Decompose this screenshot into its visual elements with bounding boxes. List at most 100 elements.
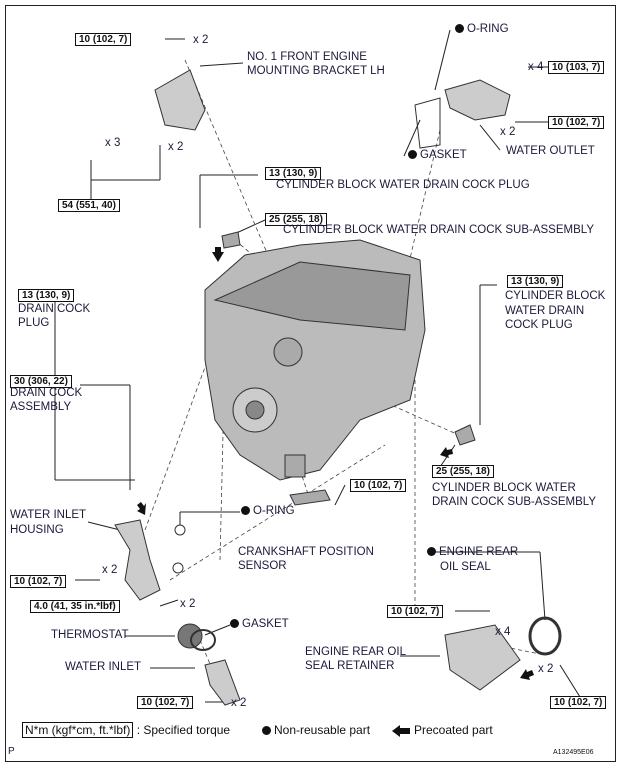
non-reusable-icon — [230, 619, 239, 628]
label-drain-cock-assembly-1: DRAIN COCK — [10, 387, 83, 399]
torque-spec: 10 (102, 7) — [550, 696, 607, 709]
assembly-line — [169, 444, 386, 581]
drain-cock-top — [221, 231, 241, 249]
label-cyl-sub-right-1: CYLINDER BLOCK WATER — [432, 482, 576, 494]
thermostat — [177, 623, 203, 649]
leader-line — [559, 664, 581, 698]
label-rear-oil-seal-2: OIL SEAL — [440, 561, 491, 573]
torque-spec: 25 (255, 18) — [432, 465, 494, 478]
label-o-ring-mid: O-RING — [241, 504, 295, 518]
label-water-inlet-housing-1: WATER INLET — [10, 509, 87, 521]
precoated-arrow-icon — [212, 247, 224, 262]
leader-line — [87, 521, 121, 531]
label-cyl-plug-right-3: COCK PLUG — [505, 319, 573, 331]
quantity: x 2 — [102, 564, 118, 576]
precoated-arrow-icon — [137, 502, 146, 515]
quantity: x 4 — [495, 626, 511, 638]
torque-spec: 13 (130, 9) — [265, 167, 322, 180]
leader-line — [334, 484, 346, 506]
torque-spec: 10 (102, 7) — [137, 696, 194, 709]
leader-line — [199, 62, 244, 67]
legend-torque-desc: : Specified torque — [136, 723, 231, 737]
crankshaft-sensor — [289, 489, 331, 506]
assembly-line — [144, 339, 216, 531]
label-water-outlet: WATER OUTLET — [506, 145, 595, 157]
drain-cock-right — [454, 424, 476, 446]
engine-rear-oil-seal — [528, 616, 562, 656]
torque-spec: 25 (255, 18) — [265, 213, 327, 226]
torque-spec: 13 (130, 9) — [18, 289, 75, 302]
torque-spec: 13 (130, 9) — [507, 275, 564, 288]
figure-id: A132495E06 — [553, 749, 594, 756]
label-drain-cock-plug-2: PLUG — [18, 317, 50, 329]
torque-spec: 10 (103, 7) — [548, 61, 605, 74]
torque-spec: 10 (102, 7) — [350, 479, 407, 492]
torque-spec: 10 (102, 7) — [75, 33, 132, 46]
torque-spec: 30 (306, 22) — [10, 375, 72, 388]
o-ring-left-2 — [172, 562, 184, 574]
label-retainer-2: SEAL RETAINER — [305, 660, 395, 672]
torque-spec: 10 (102, 7) — [548, 116, 605, 129]
non-reusable-icon — [427, 547, 436, 556]
label-bracket-1: NO. 1 FRONT ENGINE — [247, 51, 367, 63]
assembly-line — [299, 469, 311, 501]
label-cyl-plug-right-1: CYLINDER BLOCK — [505, 290, 606, 302]
label-rear-oil-seal-1: ENGINE REAR — [427, 545, 518, 559]
quantity: x 2 — [231, 697, 247, 709]
legend-precoated: Precoated part — [414, 723, 493, 737]
leader-line — [539, 551, 546, 621]
label-o-ring-top: O-RING — [455, 22, 509, 36]
legend-arrow-icon — [392, 725, 410, 737]
leader-line — [434, 29, 451, 91]
quantity: x 2 — [538, 663, 554, 675]
quantity: x 2 — [193, 34, 209, 46]
quantity: x 4 — [528, 61, 544, 73]
label-cyl-sub-right-2: DRAIN COCK SUB-ASSEMBLY — [432, 496, 597, 508]
gasket-top — [414, 97, 441, 149]
non-reusable-icon — [408, 150, 417, 159]
mounting-bracket — [154, 69, 206, 131]
legend: N*m (kgf*cm, ft.*lbf) : Specified torque — [22, 722, 230, 738]
precoated-arrow-icon — [520, 669, 534, 680]
water-outlet — [444, 79, 511, 121]
legend-non-reusable: Non-reusable part — [262, 722, 370, 738]
non-reusable-icon — [455, 24, 464, 33]
non-reusable-icon — [262, 726, 271, 735]
label-crankshaft-sensor-2: SENSOR — [238, 560, 287, 572]
assembly-line — [379, 399, 471, 441]
diagram-frame — [5, 5, 616, 762]
legend-torque-unit: N*m (kgf*cm, ft.*lbf) — [22, 722, 134, 738]
torque-spec: 4.0 (41, 35 in.*lbf) — [30, 600, 120, 613]
torque-spec: 10 (102, 7) — [10, 575, 67, 588]
label-retainer-1: ENGINE REAR OIL — [305, 646, 406, 658]
quantity: x 2 — [180, 598, 196, 610]
quantity: x 2 — [168, 141, 184, 153]
assembly-line — [404, 129, 441, 281]
precoated-arrow-icon — [440, 447, 453, 458]
oil-seal-retainer — [444, 624, 521, 691]
label-crankshaft-sensor-1: CRANKSHAFT POSITION — [238, 546, 374, 558]
label-cyl-plug-top: CYLINDER BLOCK WATER DRAIN COCK PLUG — [276, 179, 530, 191]
engine-block — [204, 239, 426, 481]
label-gasket-top: GASKET — [408, 148, 467, 162]
label-cyl-plug-right-2: WATER DRAIN — [505, 305, 585, 317]
leader-line — [159, 599, 179, 607]
label-drain-cock-assembly-2: ASSEMBLY — [10, 401, 72, 413]
label-gasket-mid: GASKET — [230, 617, 289, 631]
torque-spec: 54 (551, 40) — [58, 199, 120, 212]
label-bracket-2: MOUNTING BRACKET LH — [247, 65, 385, 77]
label-water-inlet-housing-2: HOUSING — [10, 524, 64, 536]
page-mark: P — [8, 746, 15, 757]
quantity: x 2 — [500, 126, 516, 138]
label-water-inlet: WATER INLET — [65, 661, 142, 673]
water-inlet — [204, 659, 241, 706]
o-ring-left — [174, 524, 186, 536]
water-inlet-housing — [114, 519, 161, 601]
quantity: x 3 — [105, 137, 121, 149]
precoated-arrow-marks — [137, 247, 534, 680]
label-drain-cock-plug-1: DRAIN COCK — [18, 303, 91, 315]
non-reusable-icon — [241, 506, 250, 515]
label-thermostat: THERMOSTAT — [51, 629, 129, 641]
